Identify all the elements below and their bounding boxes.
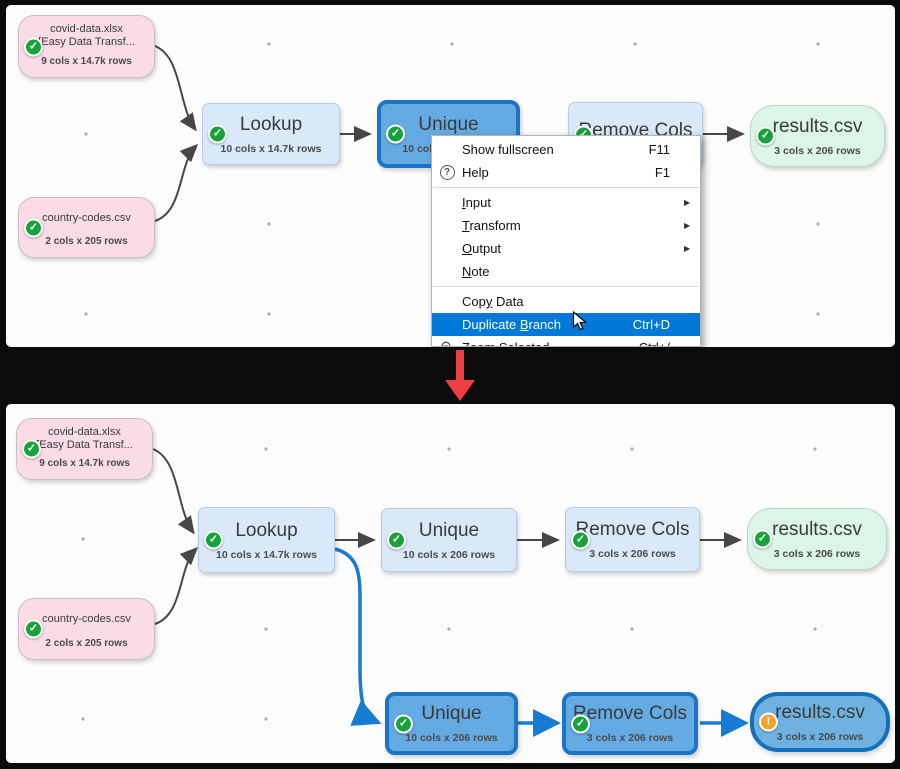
success-icon: ✓ xyxy=(571,714,590,733)
node-subtitle: 2 cols x 205 rows xyxy=(45,236,128,247)
success-icon: ✓ xyxy=(208,124,227,144)
menu-item-label: Output xyxy=(462,241,502,256)
node-covid-data[interactable]: ✓ covid-data.xlsx [Easy Data Transf... 9… xyxy=(16,418,153,480)
menu-item-output[interactable]: Output ▶ xyxy=(432,237,700,260)
node-subtitle: 9 cols x 14.7k rows xyxy=(39,458,130,469)
submenu-arrow-icon: ▶ xyxy=(684,198,691,207)
node-title: Unique xyxy=(418,519,480,541)
menu-item-label: Note xyxy=(462,264,490,279)
node-subtitle: 3 cols x 206 rows xyxy=(586,732,674,744)
success-icon: ✓ xyxy=(204,530,223,550)
zoom-out-icon xyxy=(432,341,462,346)
menu-item-help[interactable]: ?Help F1 xyxy=(432,161,700,184)
node-unique[interactable]: ✓ Unique 10 cols x 206 rows xyxy=(381,508,517,572)
node-title: Unique xyxy=(421,703,482,724)
menu-item-label: Help xyxy=(462,165,489,180)
menu-item-input[interactable]: Input ▶ xyxy=(432,191,700,214)
mouse-cursor xyxy=(572,311,588,331)
node-subtitle: 2 cols x 205 rows xyxy=(45,638,128,649)
submenu-arrow-icon: ▶ xyxy=(684,244,691,253)
node-subtitle: 10 cols x 14.7k rows xyxy=(220,142,322,155)
canvas-before[interactable]: ✓ covid-data.xlsx [Easy Data Transf... 9… xyxy=(6,5,895,347)
success-icon: ✓ xyxy=(24,37,43,56)
success-icon: ✓ xyxy=(386,124,405,144)
zoom-out-icon xyxy=(441,341,450,346)
node-country-codes[interactable]: ✓ country-codes.csv 2 cols x 205 rows xyxy=(18,598,155,660)
warning-icon: ! xyxy=(759,712,778,732)
success-icon: ✓ xyxy=(756,126,775,146)
node-title: results.csv xyxy=(775,701,865,723)
success-icon: ✓ xyxy=(24,619,43,639)
node-title: Remove Cols xyxy=(575,519,690,540)
node-covid-data[interactable]: ✓ covid-data.xlsx [Easy Data Transf... 9… xyxy=(18,15,155,78)
menu-item-shortcut: F1 xyxy=(654,165,670,180)
node-results[interactable]: ✓ results.csv 3 cols x 206 rows xyxy=(747,508,887,570)
submenu-arrow-icon: ▶ xyxy=(684,221,691,230)
node-title-2: [Easy Data Transf... xyxy=(38,36,135,48)
help-icon: ? xyxy=(432,165,462,180)
node-remove-cols[interactable]: ✓ Remove Cols 3 cols x 206 rows xyxy=(565,507,700,572)
success-icon: ✓ xyxy=(394,714,413,733)
node-results[interactable]: ✓ results.csv 3 cols x 206 rows xyxy=(750,105,885,167)
node-title: country-codes.csv xyxy=(42,613,131,625)
node-subtitle: 9 cols x 14.7k rows xyxy=(41,56,132,67)
transition-down-arrow xyxy=(445,350,475,401)
menu-item-transform[interactable]: Transform ▶ xyxy=(432,214,700,237)
node-title: covid-data.xlsx xyxy=(50,23,123,35)
node-subtitle: 3 cols x 206 rows xyxy=(774,144,861,157)
node-subtitle: 3 cols x 206 rows xyxy=(776,730,864,743)
success-icon: ✓ xyxy=(22,439,41,459)
node-title: Unique xyxy=(418,113,479,135)
node-subtitle: 10 cols x 14.7k rows xyxy=(216,548,317,561)
node-country-codes[interactable]: ✓ country-codes.csv 2 cols x 205 rows xyxy=(18,197,155,258)
node-subtitle: 10 cols x 206 rows xyxy=(405,732,498,744)
node-unique-duplicate[interactable]: ✓ Unique 10 cols x 206 rows xyxy=(385,692,518,755)
menu-item-label: Input xyxy=(462,195,491,210)
node-title: Remove Cols xyxy=(572,703,688,724)
node-lookup[interactable]: ✓ Lookup 10 cols x 14.7k rows xyxy=(198,507,335,573)
menu-item-note[interactable]: Note xyxy=(432,260,700,283)
node-title: results.csv xyxy=(772,518,862,540)
node-title: Lookup xyxy=(239,113,303,135)
node-subtitle: 3 cols x 206 rows xyxy=(589,548,676,560)
menu-item-label: Copy Data xyxy=(462,294,524,309)
node-title-2: [Easy Data Transf... xyxy=(36,439,133,451)
menu-item-shortcut: F11 xyxy=(648,142,670,157)
success-icon: ✓ xyxy=(571,530,590,549)
node-title: covid-data.xlsx xyxy=(48,426,121,438)
node-lookup[interactable]: ✓ Lookup 10 cols x 14.7k rows xyxy=(202,103,340,165)
node-results-duplicate[interactable]: ! results.csv 3 cols x 206 rows xyxy=(750,692,890,752)
menu-separator xyxy=(433,286,699,287)
menu-item-shortcut: Ctrl+/ xyxy=(639,340,684,346)
menu-item-copy-data[interactable]: Copy Data xyxy=(432,290,700,313)
success-icon: ✓ xyxy=(24,218,43,237)
menu-item-duplicate-branch[interactable]: Duplicate Branch Ctrl+D xyxy=(432,313,700,336)
node-title: country-codes.csv xyxy=(42,212,131,224)
success-icon: ✓ xyxy=(753,529,772,549)
success-icon: ✓ xyxy=(387,530,406,550)
node-title: results.csv xyxy=(772,115,863,137)
node-remove-cols-duplicate[interactable]: ✓ Remove Cols 3 cols x 206 rows xyxy=(562,692,698,755)
menu-separator xyxy=(433,187,699,188)
node-title: Lookup xyxy=(235,519,298,541)
menu-item-zoom-selected[interactable]: Zoom SelectedCtrl+/ xyxy=(432,336,700,346)
menu-item-label: Duplicate Branch xyxy=(462,317,562,332)
menu-item-label: Zoom Selected xyxy=(462,340,639,346)
menu-item-label: Show fullscreen xyxy=(462,142,554,157)
menu-item-label: Transform xyxy=(462,218,521,233)
node-subtitle: 10 cols x 206 rows xyxy=(402,548,496,561)
menu-item-shortcut: Ctrl+D xyxy=(632,317,670,332)
canvas-after[interactable]: ✓ covid-data.xlsx [Easy Data Transf... 9… xyxy=(6,404,895,763)
menu-item-show-fullscreen[interactable]: Show fullscreen F11 xyxy=(432,138,700,161)
node-subtitle: 3 cols x 206 rows xyxy=(773,547,861,560)
